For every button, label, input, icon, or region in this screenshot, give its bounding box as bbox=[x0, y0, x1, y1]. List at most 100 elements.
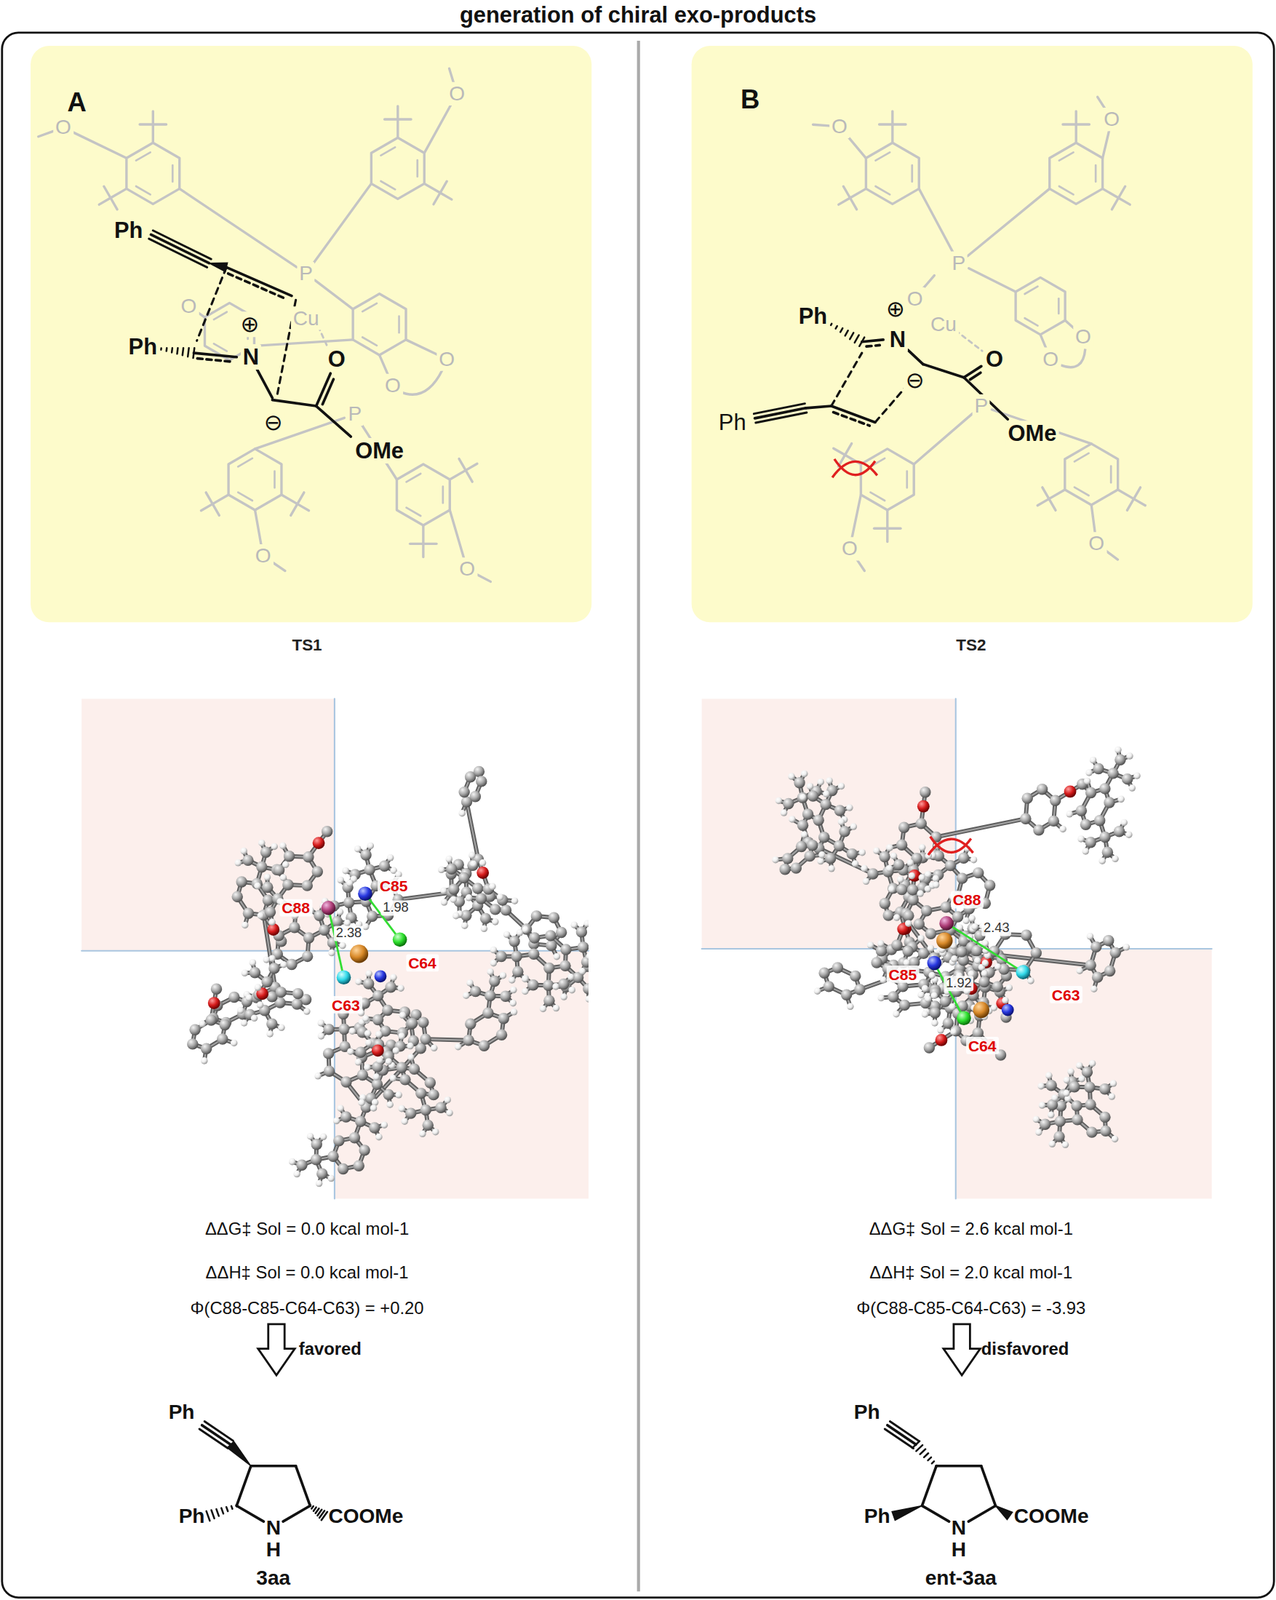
model-atom bbox=[898, 822, 910, 833]
model-atom bbox=[200, 1043, 212, 1055]
model-atom bbox=[915, 817, 927, 829]
model-atom bbox=[919, 786, 931, 798]
model-atom bbox=[527, 979, 539, 991]
model-atom bbox=[521, 975, 529, 983]
model-atom bbox=[336, 876, 345, 884]
model-atom bbox=[424, 1076, 436, 1088]
model-atom bbox=[432, 1128, 440, 1136]
model-atom bbox=[381, 1121, 389, 1129]
model-atom bbox=[1086, 1126, 1098, 1138]
model-atom bbox=[509, 999, 518, 1007]
model-atom bbox=[458, 872, 470, 884]
model-atom bbox=[258, 839, 266, 847]
model-atom bbox=[555, 926, 567, 938]
model-atom bbox=[283, 850, 295, 862]
model-atom bbox=[907, 883, 919, 895]
model-atom bbox=[583, 920, 589, 928]
highlight-atom bbox=[336, 969, 352, 985]
model-bond bbox=[998, 955, 1091, 966]
model-atom bbox=[260, 846, 272, 858]
model-atom bbox=[435, 1102, 446, 1114]
model-atom bbox=[480, 924, 489, 932]
model-atom bbox=[469, 985, 481, 997]
model-atom bbox=[490, 959, 498, 967]
model-atom bbox=[240, 847, 248, 855]
model-atom bbox=[1083, 1081, 1095, 1093]
model-atom bbox=[240, 1019, 249, 1027]
model-atom bbox=[353, 1160, 365, 1172]
model-atom bbox=[338, 1023, 350, 1035]
model-atom bbox=[337, 1163, 349, 1175]
model-atom bbox=[198, 1019, 206, 1028]
model-atom bbox=[288, 1158, 297, 1166]
highlight-atom bbox=[357, 886, 373, 901]
model-atom bbox=[382, 1089, 394, 1100]
model-atom bbox=[545, 939, 557, 951]
model-atom bbox=[253, 882, 262, 890]
model-atom bbox=[582, 982, 589, 994]
model-atom bbox=[392, 1046, 401, 1055]
model-atom bbox=[251, 878, 263, 889]
model-atom bbox=[420, 1104, 432, 1116]
model-bond bbox=[936, 818, 1026, 837]
model-atom bbox=[567, 973, 575, 981]
model-atom bbox=[484, 990, 496, 1002]
model-atom bbox=[544, 929, 556, 941]
model-atom bbox=[389, 973, 398, 981]
model-atom bbox=[458, 786, 470, 798]
model-atom bbox=[327, 1150, 339, 1162]
model-atom bbox=[354, 845, 362, 853]
model-atom bbox=[478, 1040, 490, 1052]
model-atom bbox=[349, 1131, 361, 1143]
model-atom bbox=[312, 836, 326, 849]
model-atom bbox=[462, 1034, 474, 1046]
model-atom bbox=[397, 1032, 406, 1040]
model-atom bbox=[249, 958, 257, 967]
model-atom bbox=[879, 897, 891, 909]
highlight-atom bbox=[374, 969, 388, 983]
model-bond bbox=[936, 818, 1026, 837]
model-atom bbox=[473, 766, 485, 777]
model-atom bbox=[266, 1018, 278, 1030]
model-atom bbox=[280, 961, 288, 969]
model-atom bbox=[365, 969, 373, 978]
hollow-arrow bbox=[943, 1324, 980, 1375]
model-atom bbox=[268, 962, 280, 974]
model-atom bbox=[365, 1038, 373, 1047]
model-atom bbox=[878, 851, 890, 863]
model-atom bbox=[371, 1044, 385, 1058]
model-atom bbox=[454, 1043, 462, 1051]
panel-divider bbox=[637, 40, 641, 1591]
quadrant-shade bbox=[702, 698, 956, 949]
model-atom bbox=[234, 859, 243, 867]
model-atom bbox=[579, 967, 587, 975]
model-atom bbox=[316, 1167, 328, 1179]
model-atom bbox=[327, 1174, 335, 1183]
model-atom bbox=[1054, 1115, 1066, 1127]
model-atom bbox=[230, 1039, 238, 1047]
model-atom bbox=[1053, 1130, 1065, 1142]
model-atom bbox=[336, 908, 345, 916]
model-bond bbox=[998, 955, 1091, 966]
model-atom bbox=[320, 1133, 328, 1141]
model-atom bbox=[333, 1117, 341, 1125]
model-atom bbox=[317, 1032, 326, 1040]
model-atom bbox=[249, 966, 261, 978]
model-atom bbox=[208, 996, 221, 1010]
hollow-arrow bbox=[258, 1324, 295, 1375]
model-atom bbox=[475, 775, 487, 787]
model-atom bbox=[510, 1008, 518, 1016]
model-atom bbox=[491, 918, 500, 926]
model-atom bbox=[482, 1007, 494, 1019]
model-atom bbox=[386, 1100, 394, 1108]
model-atom bbox=[552, 1004, 561, 1012]
model-atom bbox=[511, 896, 519, 905]
model-atom bbox=[543, 962, 555, 974]
model-atom bbox=[228, 991, 240, 1003]
model-atom bbox=[443, 1096, 452, 1104]
model-atom bbox=[577, 941, 589, 953]
model-atom bbox=[465, 894, 473, 902]
model-atom bbox=[256, 1001, 265, 1009]
model-atom bbox=[237, 1006, 245, 1015]
model-atom bbox=[268, 918, 276, 927]
